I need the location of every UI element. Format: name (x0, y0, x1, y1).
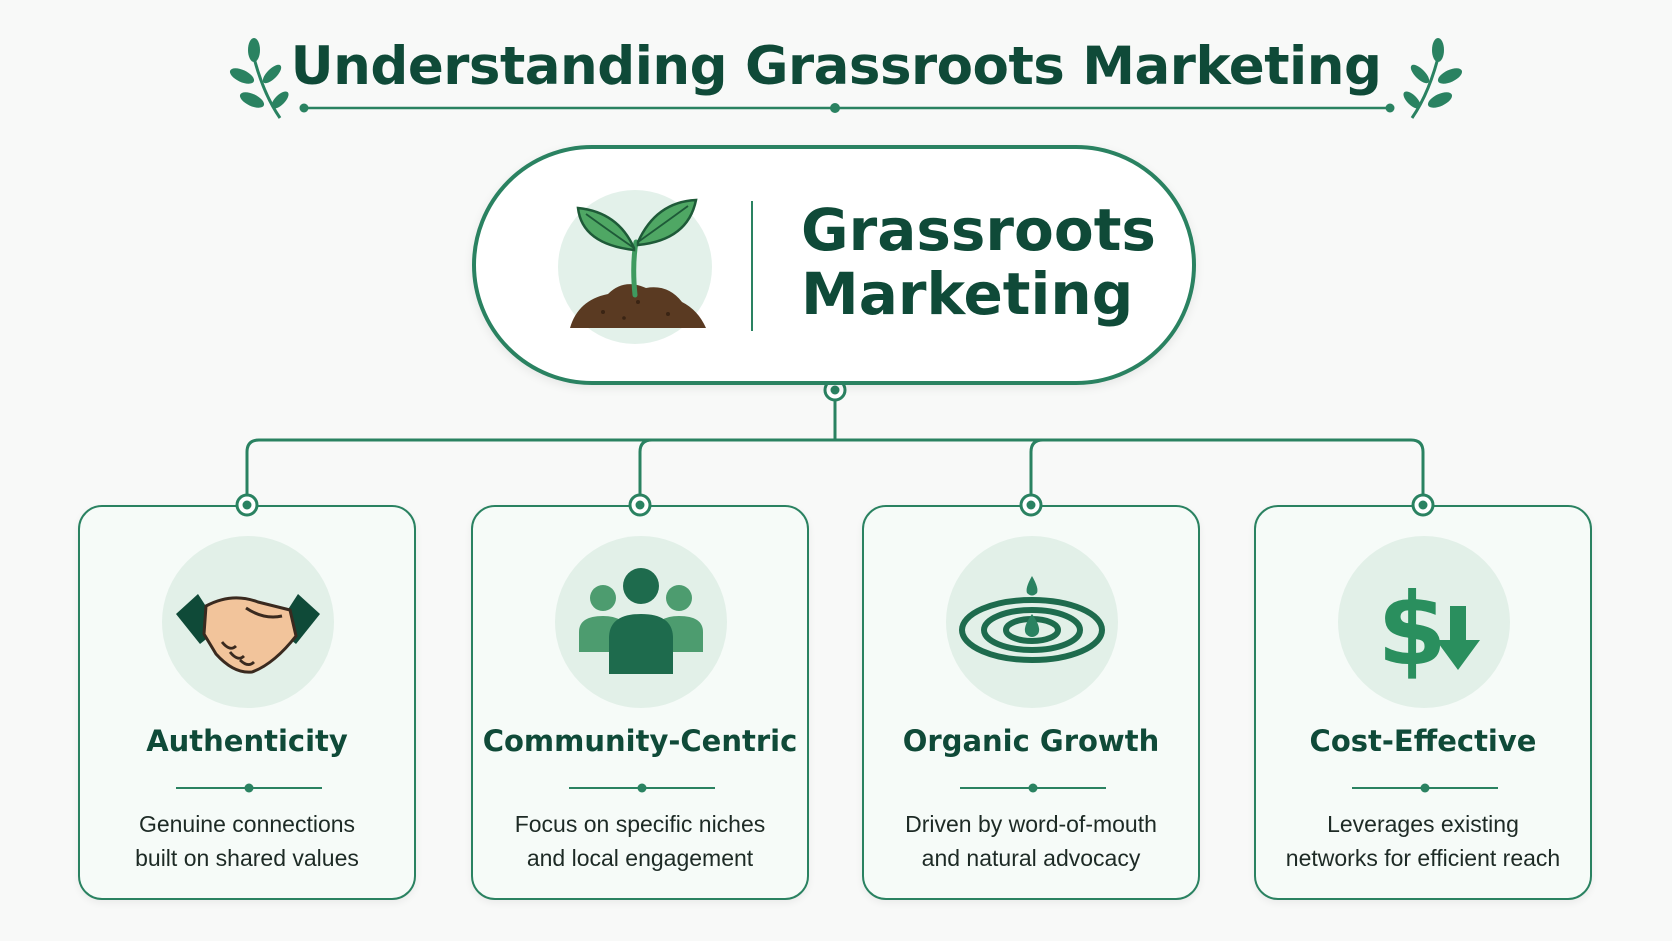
description-line-2: and local engagement (526, 845, 754, 871)
description-line-1: Genuine connections (138, 811, 356, 837)
central-concept-title: Grassroots Marketing (801, 198, 1161, 326)
connector-tree (245, 390, 1425, 505)
description-line-1: Focus on specific niches (514, 811, 766, 837)
pillar-divider (569, 783, 715, 793)
left-sprig-icon (229, 38, 289, 119)
pill-divider (751, 201, 753, 331)
pillar-divider (960, 783, 1106, 793)
title-underline (299, 103, 1395, 113)
dollar-down-icon: $ (1338, 536, 1510, 708)
pillar-description: Driven by word-of-mouth and natural advo… (874, 807, 1188, 875)
pillar-card-organic-growth: Organic Growth Driven by word-of-mouth a… (862, 505, 1200, 900)
pillar-card-cost-effective: $ Cost-Effective Leverages existing netw… (1254, 505, 1592, 900)
pillar-description: Focus on specific niches and local engag… (483, 807, 797, 875)
pillar-description: Leverages existing networks for efficien… (1266, 807, 1580, 875)
central-title-line-2: Marketing (801, 260, 1134, 328)
svg-text:$: $ (1377, 571, 1447, 688)
pillar-title: Authenticity (146, 724, 348, 758)
description-line-1: Leverages existing (1327, 811, 1519, 837)
water-ripple-icon (946, 536, 1118, 708)
pillar-title: Cost-Effective (1309, 724, 1537, 758)
page-title: Understanding Grassroots Marketing (290, 36, 1382, 97)
description-line-2: built on shared values (135, 845, 359, 871)
sprout-icon (558, 190, 712, 344)
pillar-description: Genuine connections built on shared valu… (90, 807, 404, 875)
pillar-card-authenticity: Authenticity Genuine connections built o… (78, 505, 416, 900)
pillar-divider (176, 783, 322, 793)
description-line-2: and natural advocacy (921, 845, 1141, 871)
pillar-divider (1352, 783, 1498, 793)
handshake-icon (162, 536, 334, 708)
people-group-icon (555, 536, 727, 708)
description-line-2: networks for efficient reach (1285, 845, 1561, 871)
description-line-1: Driven by word-of-mouth (905, 811, 1157, 837)
right-sprig-icon (1403, 38, 1463, 119)
central-title-line-1: Grassroots (801, 196, 1156, 264)
pillar-title: Community-Centric (482, 724, 798, 758)
pillar-card-community-centric: Community-Centric Focus on specific nich… (471, 505, 809, 900)
pillar-title: Organic Growth (902, 724, 1160, 758)
